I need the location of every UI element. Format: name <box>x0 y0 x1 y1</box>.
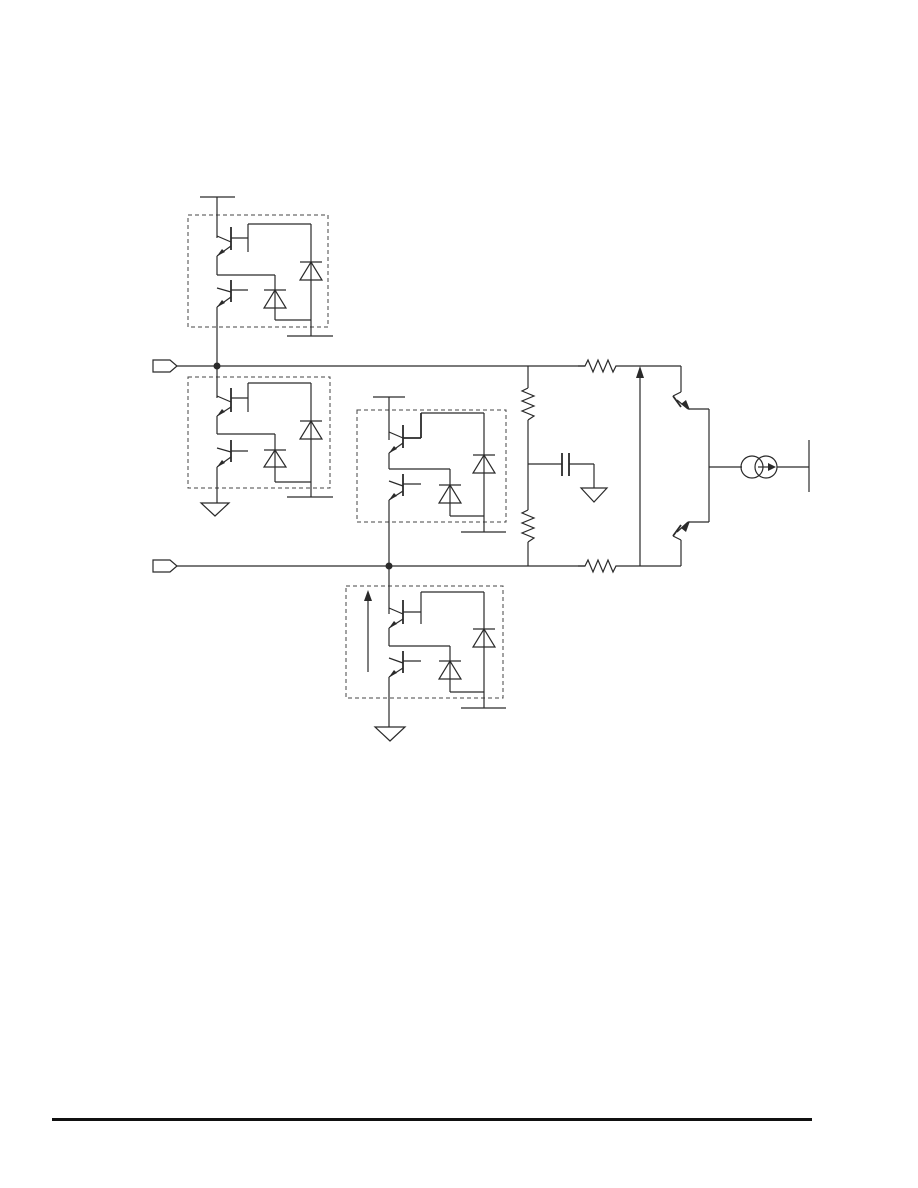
ground-symbol-left <box>199 502 231 517</box>
diode-outer <box>287 224 333 337</box>
voltage-divider <box>520 366 536 566</box>
resistor-series-top <box>578 358 620 374</box>
transistor-q4 <box>216 440 248 468</box>
diode-inner <box>437 469 484 517</box>
footer-rule <box>52 1118 812 1121</box>
input-port-bottom <box>152 559 178 573</box>
resistor-divider-top <box>520 387 536 421</box>
diode-inner <box>437 646 484 693</box>
driver-module-lower-left <box>187 366 333 503</box>
diode-outer <box>461 413 506 533</box>
module-boundary <box>187 376 331 489</box>
driver-module-middle <box>356 396 507 566</box>
output-transistor-lower <box>672 521 709 566</box>
ground-symbol-bottom <box>373 726 407 742</box>
current-arrow-up <box>364 590 372 672</box>
transistor-q6 <box>388 474 421 501</box>
filter-capacitor <box>528 453 595 488</box>
transistor-q7 <box>388 592 422 629</box>
module-boundary <box>187 214 329 328</box>
driver-module-upper-left <box>187 196 333 366</box>
driver-module-bottom <box>345 566 506 727</box>
diode-outer <box>287 383 333 498</box>
resistor-divider-bottom <box>520 509 536 543</box>
transistor-q2 <box>216 280 248 308</box>
output-transformer <box>740 440 810 492</box>
diode-inner <box>262 275 311 321</box>
module-boundary <box>345 585 504 699</box>
transistor-q1 <box>216 224 249 257</box>
voltage-arrow-up <box>636 366 644 566</box>
ground-symbol-capacitor <box>579 487 609 503</box>
output-transistor-upper <box>672 366 709 410</box>
input-port-top <box>152 359 178 373</box>
diode-outer <box>461 592 506 709</box>
transistor-q5 <box>388 413 422 454</box>
module-boundary <box>356 409 507 523</box>
transistor-q8 <box>388 651 421 678</box>
transistor-q3 <box>216 383 249 417</box>
resistor-series-bottom <box>578 558 620 574</box>
diode-inner <box>262 434 311 483</box>
